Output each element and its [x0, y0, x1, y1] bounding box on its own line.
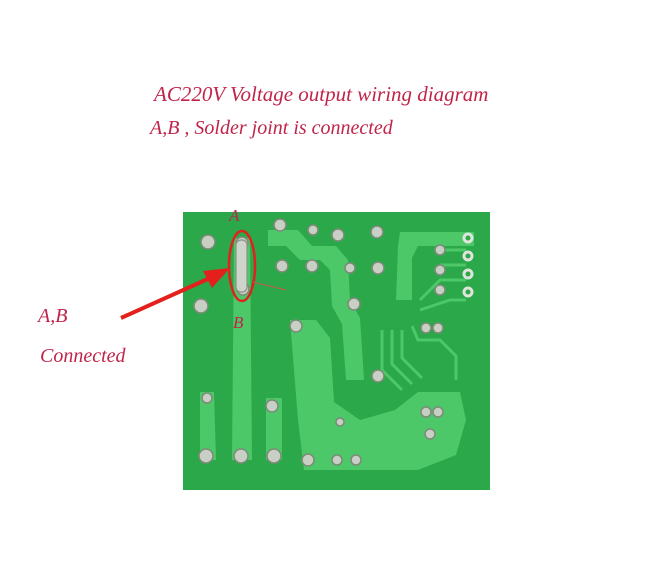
subtitle: A,B , Solder joint is connected	[150, 117, 393, 139]
side-label-ab: A,B	[38, 305, 68, 327]
ab-highlight	[227, 229, 257, 303]
fine-traces	[380, 248, 466, 452]
point-label-a: A	[229, 206, 240, 225]
solder-bridge	[235, 239, 248, 293]
arrow-icon	[120, 268, 230, 320]
page-title: AC220V Voltage output wiring diagram	[154, 82, 489, 106]
copper-traces	[200, 230, 474, 470]
point-label-b: B	[233, 313, 244, 332]
connector-holes	[462, 232, 474, 298]
callout-line	[252, 281, 287, 291]
side-label-connected: Connected	[40, 345, 126, 367]
